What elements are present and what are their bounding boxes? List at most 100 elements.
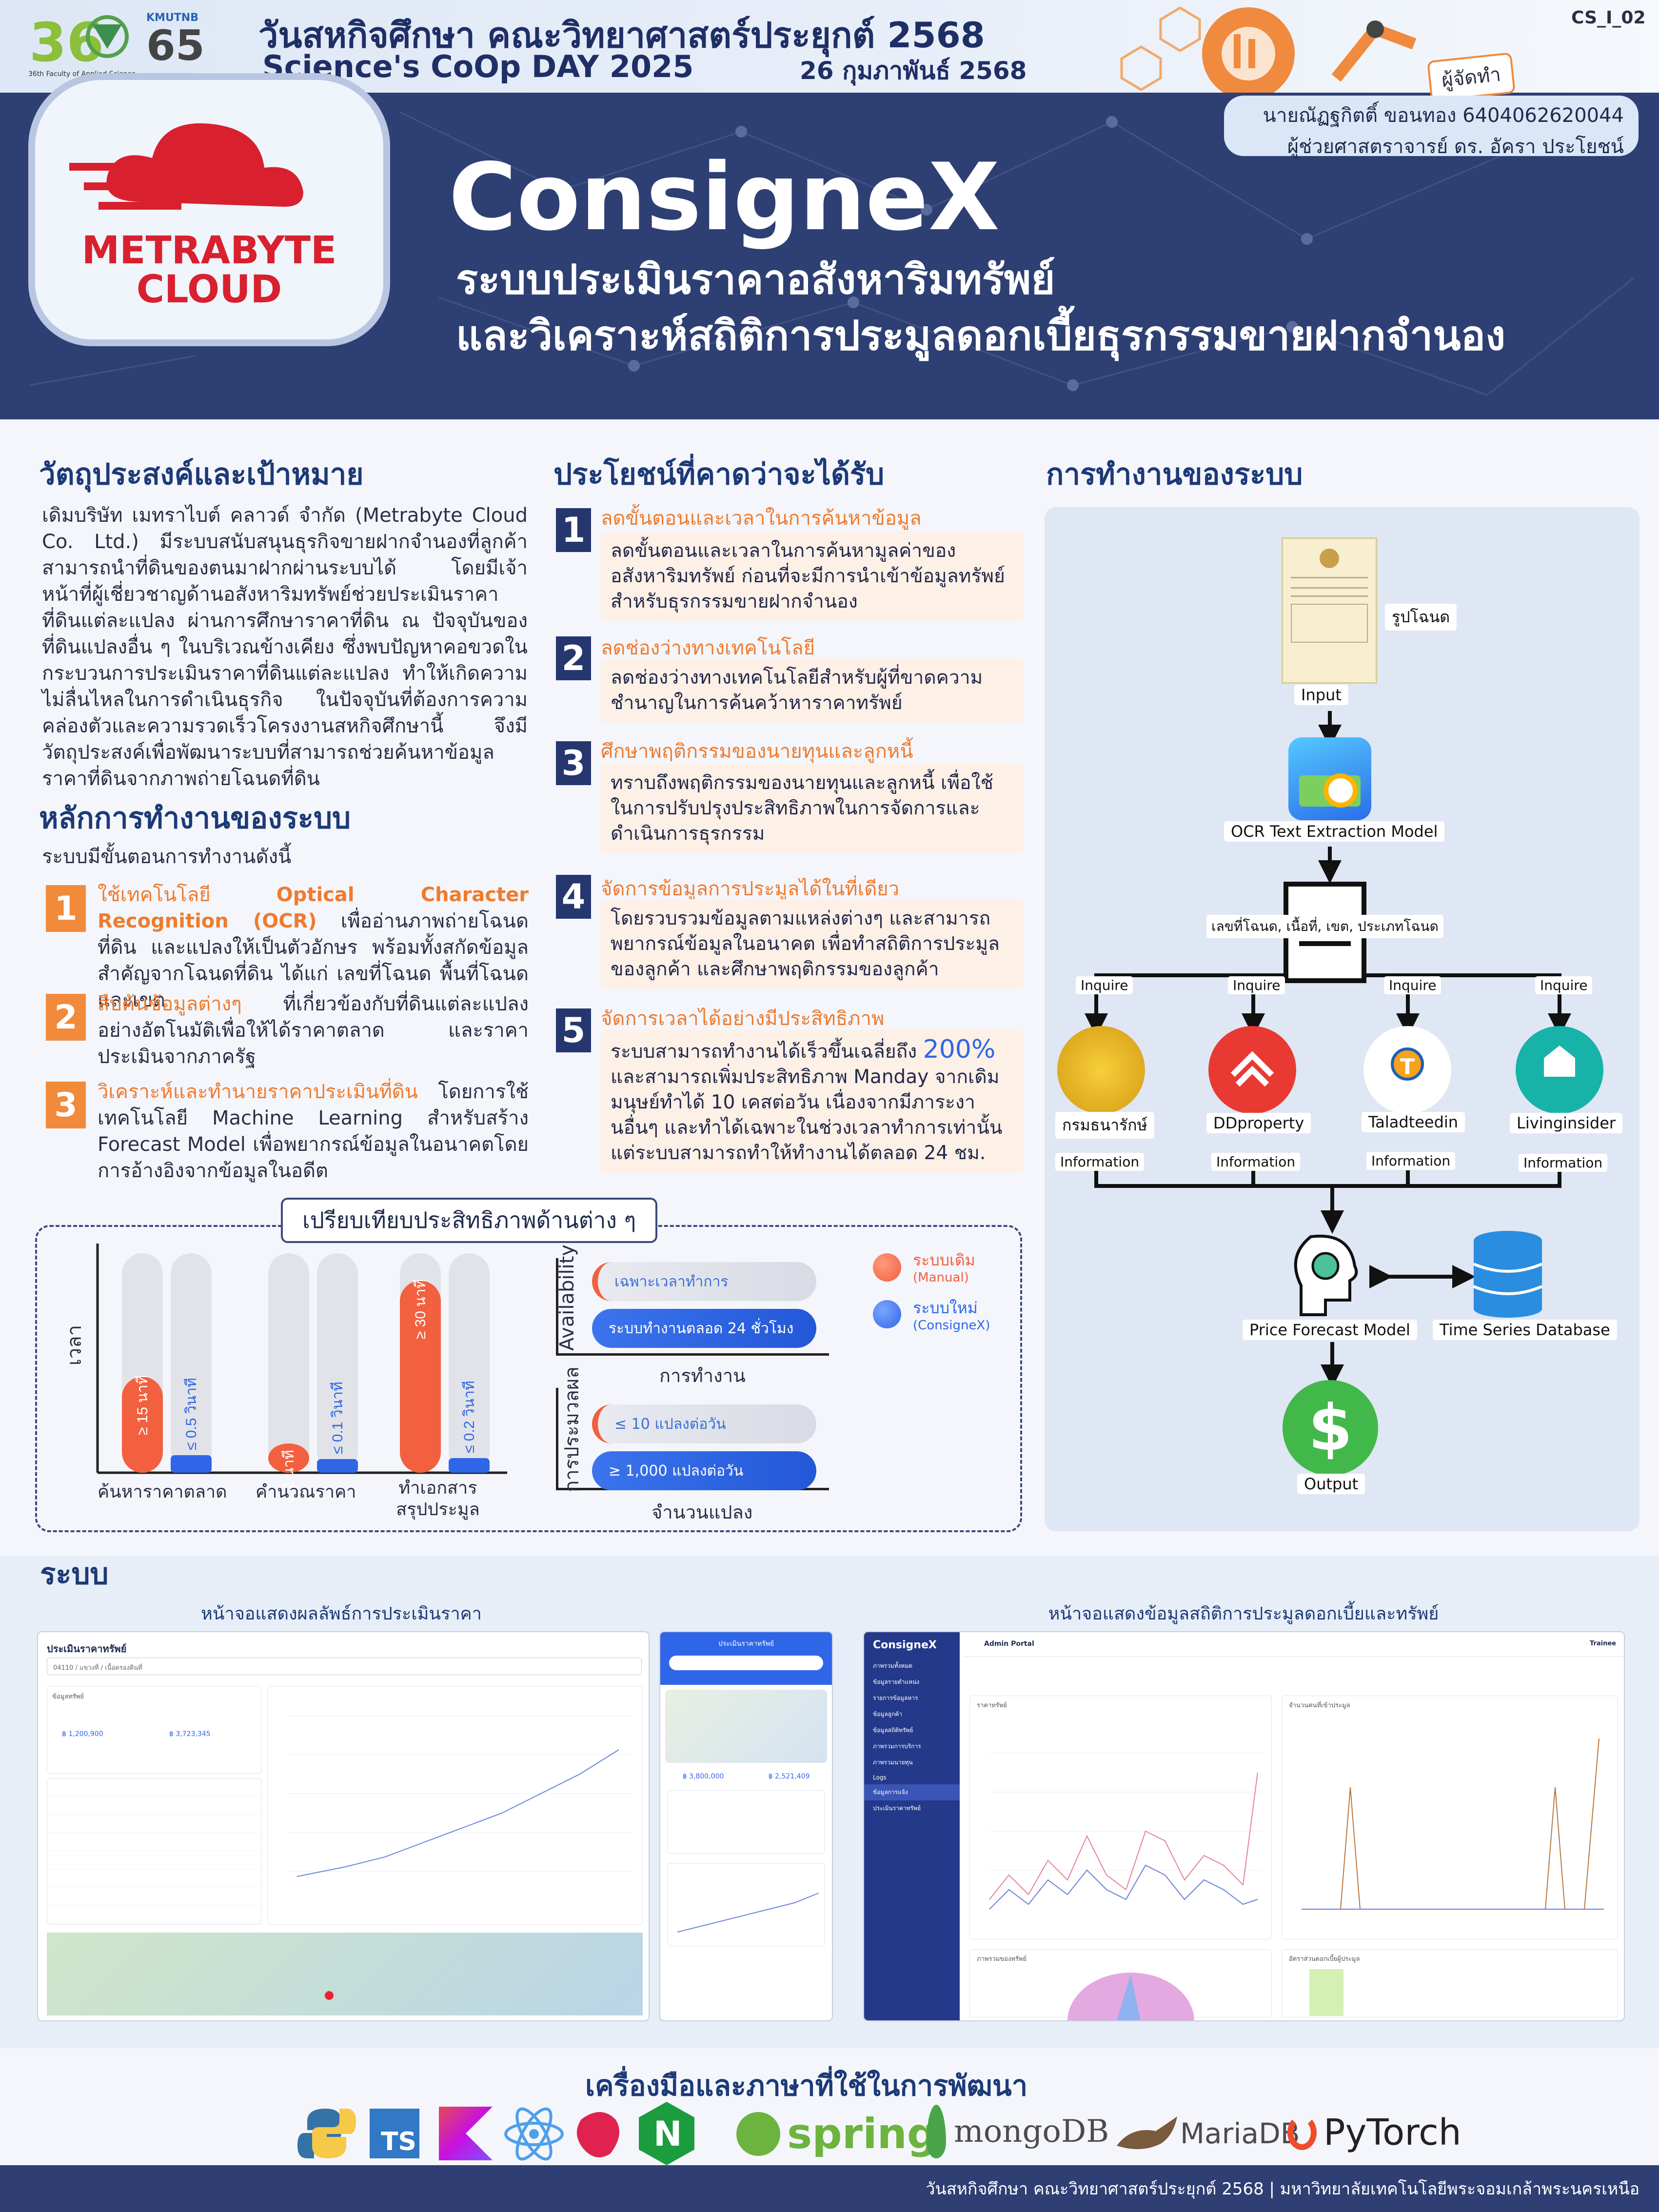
footer: วันสหกิจศึกษา คณะวิทยาศาสตร์ประยุกต์ 256… bbox=[0, 2165, 1659, 2212]
source-label-4: Livinginsider bbox=[1510, 1113, 1623, 1133]
science-gear-illustration bbox=[1120, 6, 1417, 93]
bar-track bbox=[317, 1253, 358, 1473]
output-label: Output bbox=[1297, 1474, 1365, 1494]
react-icon bbox=[504, 2107, 564, 2161]
step-2-number: 2 bbox=[46, 994, 86, 1041]
bar-track bbox=[449, 1253, 490, 1473]
shot3-sidebar-menu: ภาพรวมทั้งหมดข้อมูลรายตำแหน่งรายการข้อมู… bbox=[864, 1658, 960, 1817]
python-icon bbox=[297, 2109, 356, 2158]
dollar-icon: $ bbox=[1283, 1380, 1378, 1476]
shot1-title: ประเมินราคาทรัพย์ bbox=[47, 1643, 127, 1655]
availability-old-bar: เฉพาะเวลาทำการ bbox=[592, 1262, 816, 1301]
inquire-label-3: Inquire bbox=[1384, 976, 1442, 994]
benefit-4-text: โดยรวบรวมข้อมูลตามแหล่งต่างๆ และสามารถพย… bbox=[601, 899, 1023, 989]
legend-new-dot bbox=[873, 1300, 901, 1328]
land-deed-image bbox=[1282, 537, 1377, 684]
ddproperty-logo bbox=[1208, 1026, 1296, 1114]
benefit-1-number: 1 bbox=[556, 508, 591, 552]
information-label-2: Information bbox=[1211, 1153, 1301, 1171]
shot3-menu-item[interactable]: ข้อมูลรายตำแหน่ง bbox=[873, 1679, 920, 1685]
benefit-5-number: 5 bbox=[556, 1008, 591, 1052]
workflow-heading: การทำงานของระบบ bbox=[1046, 457, 1303, 492]
shot2-map[interactable] bbox=[665, 1690, 827, 1763]
capacity-old-bar: ≤ 10 แปลงต่อวัน bbox=[592, 1404, 816, 1443]
input-label: Input bbox=[1294, 685, 1348, 705]
bar-old-label: ≥ 15 นาที bbox=[135, 1375, 151, 1435]
shot3-menu-item[interactable]: ภาพรวมทั้งหมด bbox=[873, 1662, 913, 1669]
bar-track bbox=[268, 1253, 309, 1473]
bar-new-label: ≤ 0.1 วินาที bbox=[330, 1382, 346, 1454]
principles-heading: หลักการทำงานของระบบ bbox=[39, 801, 351, 835]
caption-statistics: หน้าจอแสดงข้อมูลสถิติการประมูลดอกเบี้ยแล… bbox=[1048, 1604, 1439, 1624]
treasury-dept-logo bbox=[1057, 1026, 1145, 1114]
availability-new-bar: ระบบทำงานตลอด 24 ชั่วโมง bbox=[592, 1309, 816, 1348]
step-1-number: 1 bbox=[46, 885, 86, 932]
mobile-valuation-screen: ประเมินราคาทรัพย์ ฿ 3,800,000฿ 2,521,409 bbox=[659, 1631, 833, 2021]
forecast-model-label: Price Forecast Model bbox=[1243, 1320, 1417, 1340]
information-label-1: Information bbox=[1055, 1153, 1145, 1171]
author-name: นายณัฏฐกิตติ์ ขอนทอง 6404062620044 bbox=[1263, 104, 1624, 127]
comparison-heading: เปรียบเทียบประสิทธิภาพด้านต่าง ๆ bbox=[281, 1198, 658, 1243]
benefit-3-text: ทราบถึงพฤติกรรมของนายทุนและลูกหนี้ เพื่อ… bbox=[601, 764, 1023, 853]
chart-y-label: เวลา bbox=[63, 1324, 86, 1365]
benefits-heading: ประโยชน์ที่คาดว่าจะได้รับ bbox=[553, 457, 885, 492]
livinginsider-logo bbox=[1516, 1026, 1603, 1114]
svg-text:N: N bbox=[653, 2114, 682, 2154]
shot3-menu-item[interactable]: ข้อมูลสถิติทรัพย์ bbox=[873, 1727, 913, 1734]
brand-name-bottom: CLOUD bbox=[136, 268, 282, 312]
nginx-icon: N bbox=[639, 2102, 694, 2165]
step-3-text: วิเคราะห์และทำนายราคาประเมินที่ดิน โดยกา… bbox=[98, 1081, 529, 1182]
benefit-3-number: 3 bbox=[556, 741, 591, 785]
bar-new bbox=[449, 1458, 490, 1473]
shot1-map[interactable] bbox=[47, 1933, 643, 2015]
speedup-highlight: 200% bbox=[923, 1035, 996, 1064]
shot3-menu-item[interactable]: ภาพรวมนายทุน bbox=[873, 1759, 913, 1766]
network-background bbox=[29, 111, 1634, 396]
product-title: ConsigneX bbox=[449, 143, 1000, 251]
inquire-label-2: Inquire bbox=[1228, 976, 1285, 994]
shot3-overview-chart: ภาพรวมของทรัพย์ bbox=[969, 1949, 1272, 2020]
benefit-5-text: ระบบสามารถทำงานได้เร็วขึ้นเฉลี่ยถึง 200%… bbox=[601, 1030, 1023, 1173]
bar-old-label: ≥ 2 นาที bbox=[281, 1450, 297, 1502]
taladteedin-logo: T bbox=[1363, 1026, 1451, 1114]
inquire-label-4: Inquire bbox=[1535, 976, 1593, 994]
shot3-user[interactable]: Trainee bbox=[1590, 1640, 1616, 1647]
admin-statistics-screen: ConsigneX ภาพรวมทั้งหมดข้อมูลรายตำแหน่งร… bbox=[863, 1631, 1625, 2021]
shot1-search[interactable]: 04110 / แขวงที่ / เนื้อตรองดินที่ bbox=[47, 1658, 642, 1675]
bar-new-label: ≤ 0.5 วินาที bbox=[183, 1378, 199, 1450]
shot3-menu-item[interactable]: Logs bbox=[873, 1774, 887, 1781]
bar-track bbox=[171, 1253, 212, 1473]
availability-x-label: การทำงาน bbox=[659, 1365, 746, 1386]
author-box: นายณัฏฐกิตติ์ ขอนทอง 6404062620044 ผู้ช่… bbox=[1224, 96, 1639, 158]
legend-new: ระบบใหม่(ConsigneX) bbox=[913, 1299, 990, 1333]
mariadb-logo: MariaDB bbox=[1112, 2112, 1300, 2155]
ocr-image-icon bbox=[1288, 737, 1371, 820]
legend-old: ระบบเดิม(Manual) bbox=[913, 1251, 975, 1285]
category-label-3: ทำเอกสาร สรุปประมูล bbox=[396, 1478, 480, 1520]
shot3-menu-item[interactable]: ข้อมูลลูกค้า bbox=[873, 1711, 903, 1718]
objectives-text: เดิมบริษัท เมทราไบต์ คลาวด์ จำกัด (Metra… bbox=[42, 504, 528, 790]
cloud-icon bbox=[69, 123, 303, 210]
availability-axis-label: Availability bbox=[556, 1244, 578, 1351]
database-icon bbox=[1472, 1230, 1544, 1318]
benefit-2-title: ลดช่องว่างทางเทคโนโลยี bbox=[601, 637, 815, 659]
shot3-menu-item[interactable]: ประเมินราคาทรัพย์ bbox=[873, 1805, 921, 1812]
bar-old-label: ≥ 30 นาที bbox=[413, 1279, 429, 1340]
step-2-text: สืบค้นข้อมูลต่างๆ ที่เกี่ยวข้องกับที่ดิน… bbox=[98, 993, 529, 1068]
deed-label: รูปโฉนด bbox=[1385, 604, 1457, 631]
shot3-menu-item[interactable]: รายการข้อมูลหาร bbox=[873, 1695, 918, 1701]
shot3-interest-chart: อัตราส่วนดอกเบี้ยผู้ประมูล bbox=[1282, 1949, 1618, 2017]
product-subtitle-2: และวิเคราะห์สถิติการประมูลดอกเบี้ยธุรกรร… bbox=[456, 312, 1506, 359]
tools-section bbox=[0, 2048, 1659, 2165]
mongodb-logo: mongoDB bbox=[927, 2105, 1109, 2158]
shot3-menu-item[interactable]: ข้อมูลการแจ้ง bbox=[864, 1784, 960, 1800]
shot3-bidders-chart: จำนวนคนที่เข้าประมูล bbox=[1282, 1696, 1618, 1939]
kotlin-icon bbox=[439, 2107, 493, 2160]
source-label-3: Taladteedin bbox=[1362, 1112, 1465, 1132]
extracted-fields-label: เลขที่โฉนด, เนื้อที่, เขต, ประเภทโฉนด bbox=[1206, 915, 1443, 938]
principles-intro: ระบบมีขั้นตอนการทำงานดังนี้ bbox=[42, 846, 292, 868]
benefit-1-title: ลดขั้นตอนและเวลาในการค้นหาข้อมูล bbox=[601, 507, 922, 530]
benefit-1-text: ลดขั้นตอนและเวลาในการค้นหามูลค่าของอสังห… bbox=[601, 532, 1023, 621]
shot3-menu-item[interactable]: ภาพรวมการบริการ bbox=[873, 1743, 921, 1750]
database-label: Time Series Database bbox=[1433, 1320, 1617, 1340]
